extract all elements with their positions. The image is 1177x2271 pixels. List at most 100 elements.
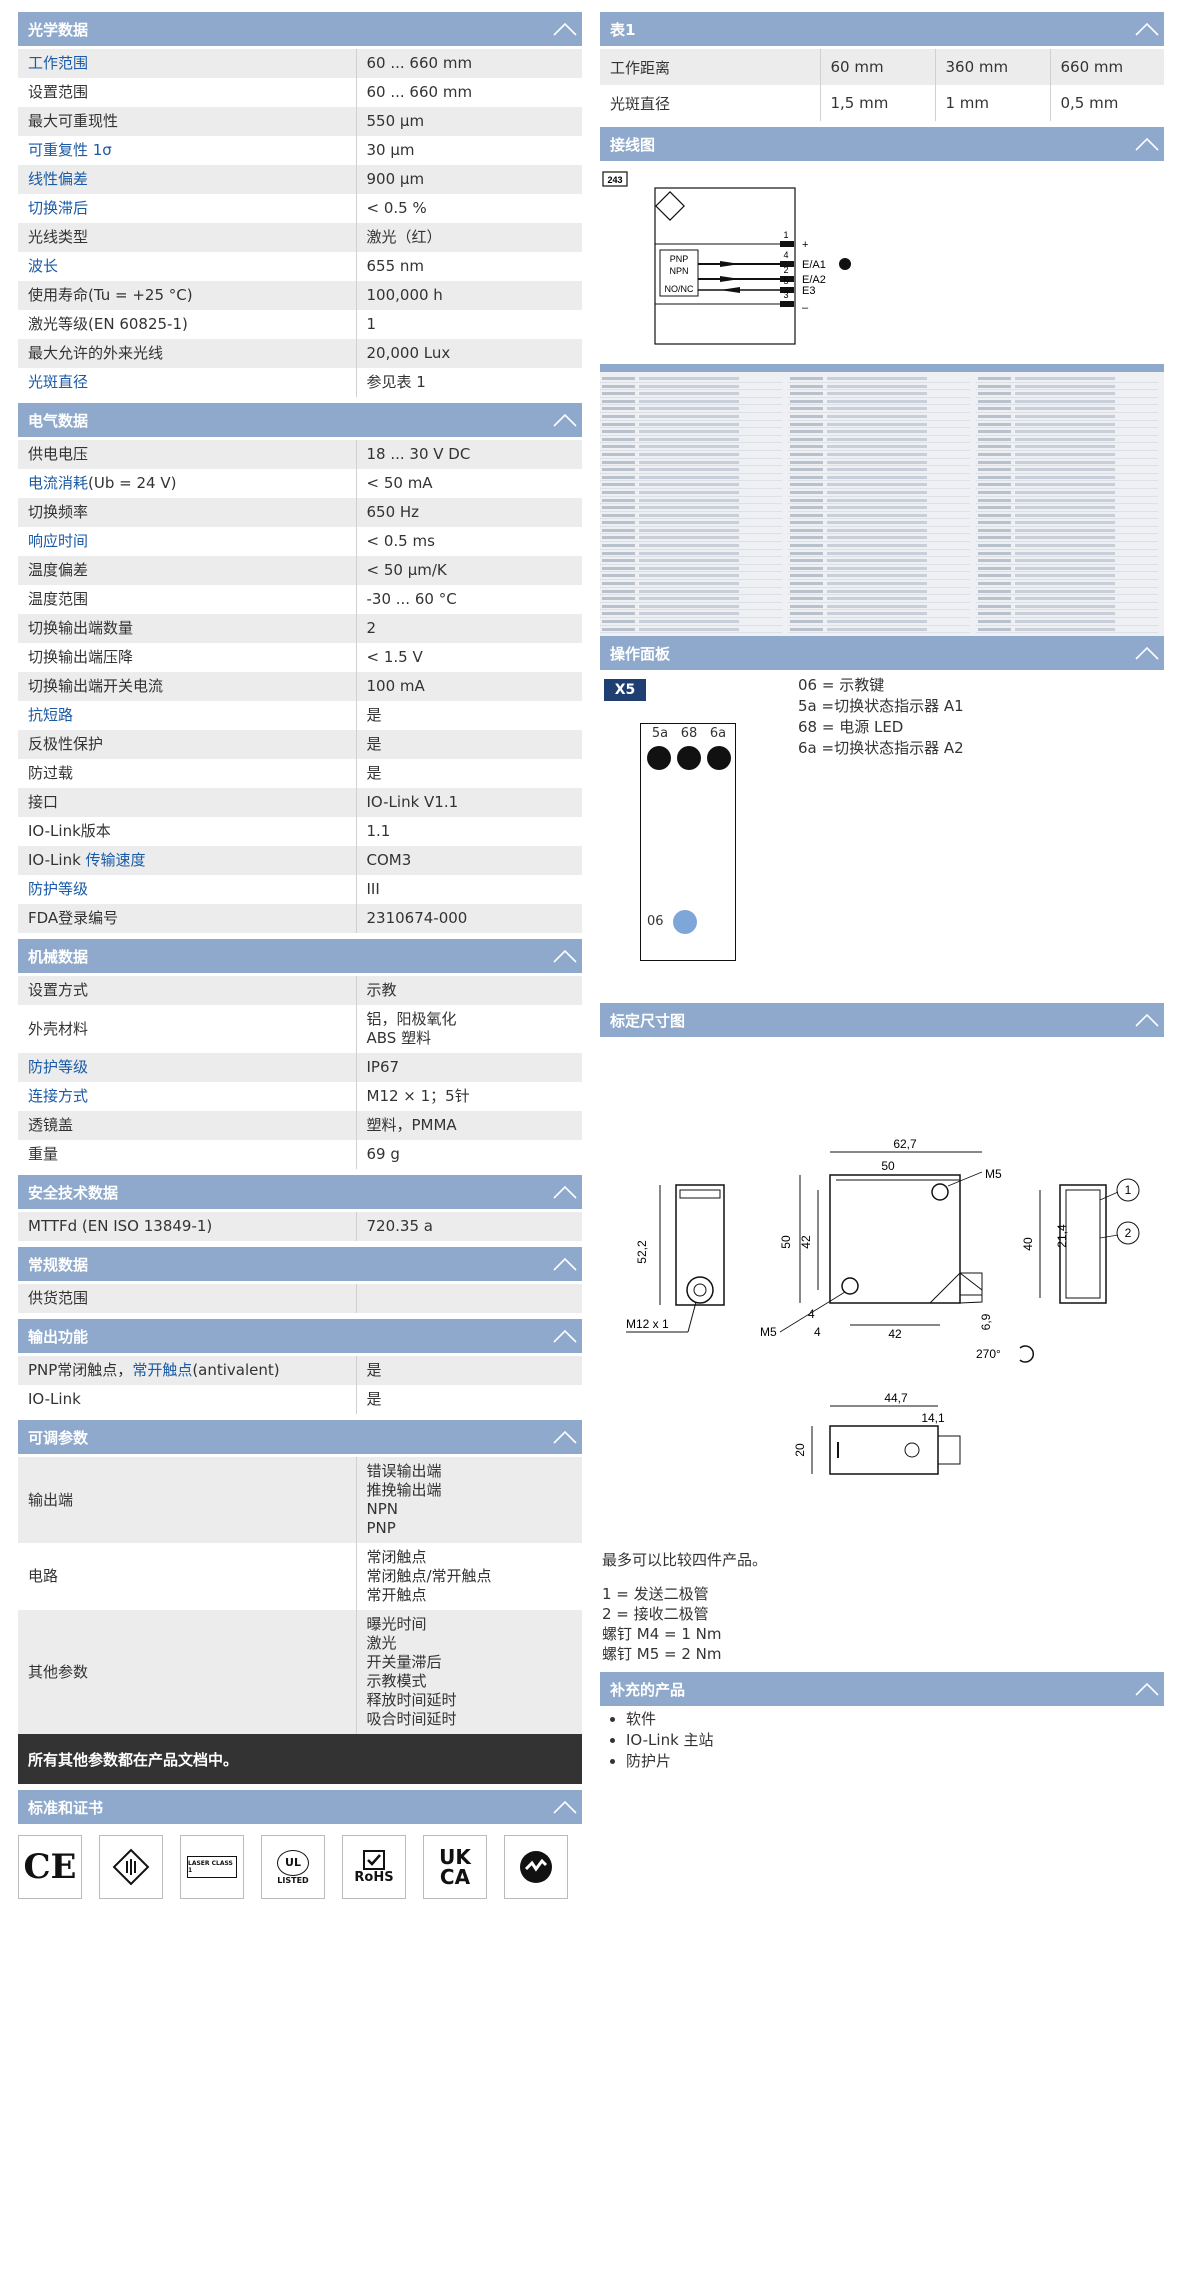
- row-key[interactable]: 切换滞后: [18, 194, 357, 223]
- section-header-adjustable[interactable]: 可调参数: [18, 1420, 582, 1454]
- right-column: 表1 工作距离 60 mm 360 mm 660 mm 光斑直径 1,5 mm …: [600, 12, 1164, 1772]
- legend-line: 5a =切换状态指示器 A1: [798, 697, 964, 715]
- section-header-electrical[interactable]: 电气数据: [18, 403, 582, 437]
- section-header-mechanical[interactable]: 机械数据: [18, 939, 582, 973]
- output-table: PNP常闭触点，常开触点(antivalent) 是 IO-Link 是: [18, 1356, 582, 1414]
- legend-cell: [976, 451, 1158, 459]
- legend-cell: [600, 405, 782, 413]
- row-key: IO-Link 传输速度: [18, 846, 357, 875]
- general-table: 供货范围: [18, 1284, 582, 1313]
- culus-listed-icon: UL LISTED: [261, 1835, 325, 1899]
- table-row: 温度偏差< 50 µm/K: [18, 556, 582, 585]
- row-key: 供货范围: [18, 1284, 357, 1313]
- row-key[interactable]: 工作范围: [18, 49, 357, 78]
- row-value: IP67: [356, 1053, 582, 1082]
- section-header-accessories[interactable]: 补充的产品: [600, 1672, 1164, 1706]
- chevron-up-icon[interactable]: [1130, 1672, 1164, 1706]
- symbol-legend: 符号注释: [600, 364, 1164, 636]
- row-value-line: IP67: [366, 1058, 400, 1076]
- legend-cell: [976, 595, 1158, 603]
- note-line: 1 = 发送二极管: [602, 1585, 709, 1603]
- section-title: 机械数据: [28, 947, 89, 966]
- table-row: IO-Link 是: [18, 1385, 582, 1414]
- row-key-prefix: IO-Link: [28, 851, 86, 869]
- pin-number: 2: [783, 265, 788, 275]
- chevron-up-icon[interactable]: [548, 1319, 582, 1353]
- dim-label: 50: [881, 1159, 895, 1173]
- section-header-standards[interactable]: 标准和证书: [18, 1790, 582, 1824]
- legend-cell: [600, 572, 782, 581]
- table-row: 透镜盖塑料，PMMA: [18, 1111, 582, 1140]
- chevron-up-icon[interactable]: [1130, 127, 1164, 161]
- legend-cell: [600, 489, 782, 497]
- pin-label: E3: [802, 285, 815, 297]
- pin-number: 3: [783, 290, 788, 300]
- dim-label: 270°: [976, 1347, 1001, 1361]
- row-key-link[interactable]: 传输速度: [85, 851, 146, 869]
- legend-row: [600, 375, 1164, 383]
- section-header-output[interactable]: 输出功能: [18, 1319, 582, 1353]
- row-key-link[interactable]: 常开触点: [132, 1361, 193, 1379]
- chevron-up-icon[interactable]: [548, 12, 582, 46]
- table-cell: 1 mm: [935, 85, 1051, 121]
- dimension-drawing: 52,2 M12 x 1 62,7 50 M5 50 42 4 M5 4: [600, 1040, 1164, 1550]
- section-header-safety[interactable]: 安全技术数据: [18, 1175, 582, 1209]
- legend-cell: [600, 375, 782, 383]
- legend-row: [600, 390, 1164, 398]
- chevron-up-icon[interactable]: [1130, 636, 1164, 670]
- chevron-up-icon[interactable]: [1130, 12, 1164, 46]
- row-key[interactable]: 连接方式: [18, 1082, 357, 1111]
- chevron-up-icon[interactable]: [548, 1175, 582, 1209]
- row-value: 激光（红）: [356, 223, 582, 252]
- chevron-up-icon[interactable]: [548, 1247, 582, 1281]
- legend-cell: [600, 413, 782, 421]
- section-header-general[interactable]: 常规数据: [18, 1247, 582, 1281]
- row-value-line: < 50 mA: [366, 474, 433, 492]
- section-header-wiring[interactable]: 接线图: [600, 127, 1164, 161]
- list-item[interactable]: IO-Link 主站: [626, 1730, 1164, 1751]
- row-key[interactable]: 线性偏差: [18, 165, 357, 194]
- row-key: 接口: [18, 788, 357, 817]
- legend-row: [600, 459, 1164, 467]
- teach-button[interactable]: [673, 910, 697, 934]
- row-key[interactable]: 光斑直径: [18, 368, 357, 397]
- section-header-table1[interactable]: 表1: [600, 12, 1164, 46]
- dim-label: 20: [793, 1443, 807, 1457]
- row-value-line: 示教: [366, 981, 397, 999]
- legend-row: [600, 489, 1164, 497]
- row-value-line: 开关量滞后: [366, 1653, 442, 1671]
- row-key-link[interactable]: 电流消耗: [28, 474, 89, 492]
- row-key[interactable]: 抗短路: [18, 701, 357, 730]
- section-header-control-panel[interactable]: 操作面板: [600, 636, 1164, 670]
- table-cell: 光斑直径: [600, 85, 821, 121]
- row-key[interactable]: 防护等级: [18, 875, 357, 904]
- led-label: 6a: [709, 726, 727, 741]
- row-key[interactable]: 波长: [18, 252, 357, 281]
- list-item[interactable]: 软件: [626, 1709, 1164, 1730]
- legend-cell: [788, 565, 970, 573]
- row-key[interactable]: 防护等级: [18, 1053, 357, 1082]
- chevron-up-icon[interactable]: [1130, 1003, 1164, 1037]
- row-key[interactable]: 响应时间: [18, 527, 357, 556]
- table-row: 设置方式示教: [18, 976, 582, 1005]
- section-header-optical[interactable]: 光学数据: [18, 12, 582, 46]
- row-value: 720.35 a: [356, 1212, 582, 1241]
- list-item[interactable]: 防护片: [626, 1751, 1164, 1772]
- chevron-up-icon[interactable]: [548, 939, 582, 973]
- chevron-up-icon[interactable]: [548, 403, 582, 437]
- section-header-dimension[interactable]: 标定尺寸图: [600, 1003, 1164, 1037]
- dim-label: 50: [779, 1235, 793, 1249]
- chevron-up-icon[interactable]: [548, 1790, 582, 1824]
- chevron-up-icon[interactable]: [548, 1420, 582, 1454]
- row-value-line: 60 ... 660 mm: [366, 83, 473, 101]
- row-value: 69 g: [356, 1140, 582, 1169]
- row-value: COM3: [356, 846, 582, 875]
- row-key: 电流消耗(Ub = 24 V): [18, 469, 357, 498]
- legend-row: [600, 580, 1164, 588]
- row-value: 参见表 1: [356, 368, 582, 397]
- row-key[interactable]: 可重复性 1σ: [18, 136, 357, 165]
- legend-cell: [600, 474, 782, 482]
